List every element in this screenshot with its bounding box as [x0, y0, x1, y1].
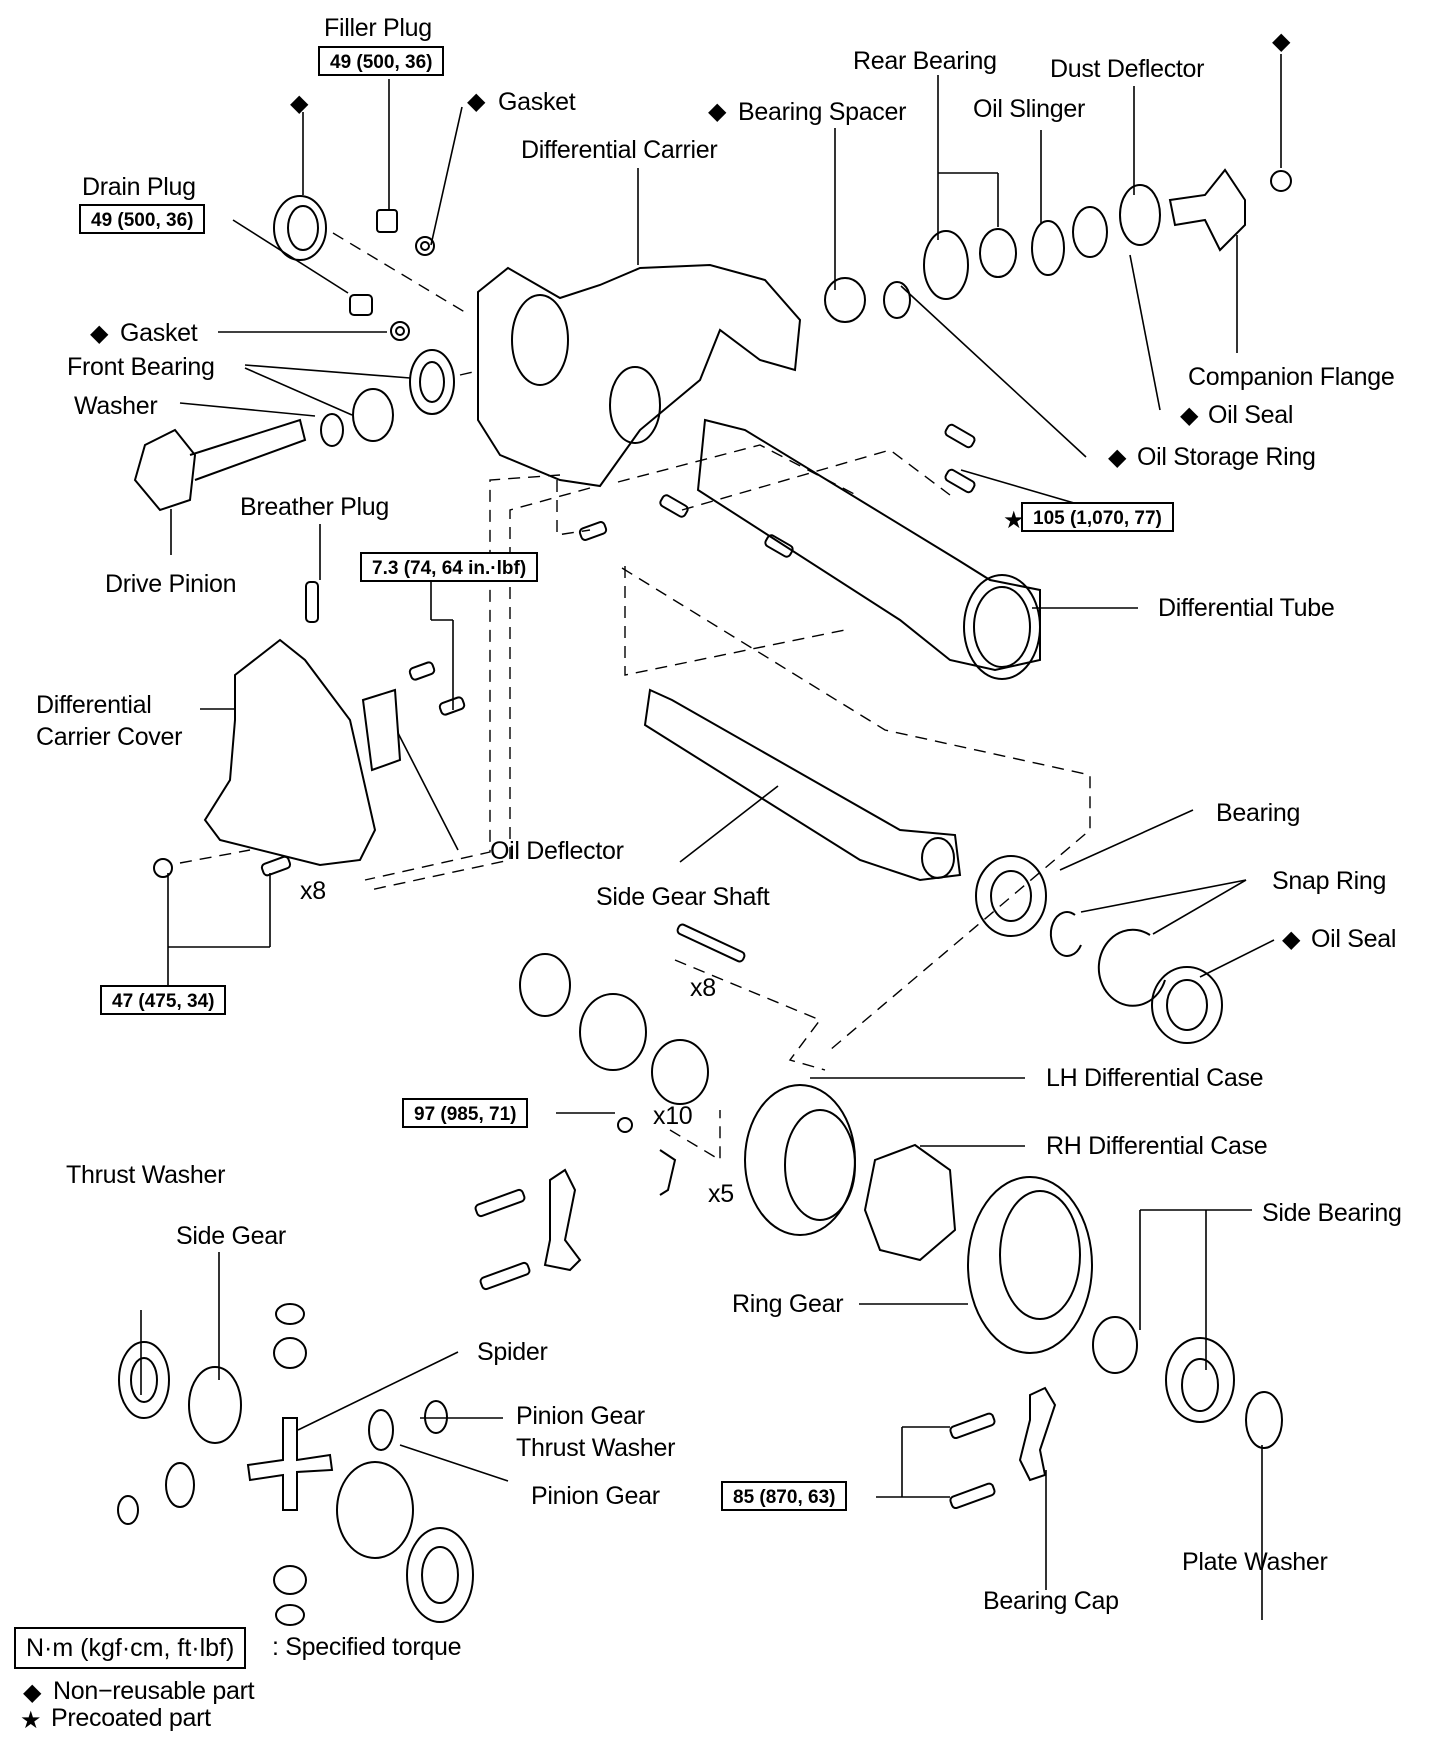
parts	[117, 168, 1292, 1626]
torque-drain-plug: 49 (500, 36)	[79, 204, 206, 234]
label-side-bearing: Side Bearing	[1262, 1199, 1402, 1227]
leader-lines	[140, 54, 1282, 1620]
legend-precoated: Precoated part	[51, 1704, 211, 1732]
label-snap-ring: Snap Ring	[1272, 867, 1387, 895]
label-differential-tube: Differential Tube	[1158, 594, 1335, 622]
label-oil-storage-ring: Oil Storage Ring	[1137, 443, 1316, 471]
label-drive-pinion: Drive Pinion	[105, 570, 237, 598]
label-gasket-top: Gasket	[498, 88, 576, 116]
legend-non-reusable: Non−reusable part	[53, 1677, 255, 1705]
label-plate-washer: Plate Washer	[1182, 1548, 1328, 1576]
label-side-gear-shaft: Side Gear Shaft	[596, 883, 770, 911]
label-thrust-washer: Thrust Washer	[66, 1161, 226, 1189]
quantity-cover-bolts: x8	[300, 877, 326, 905]
assembly-dashes	[179, 232, 1091, 1162]
torque-case-bolts: 97 (985, 71)	[402, 1098, 529, 1128]
label-differential-carrier: Differential Carrier	[521, 136, 718, 164]
label-pinion-gear-thrust-washer-2: Thrust Washer	[516, 1434, 676, 1462]
label-drain-plug: Drain Plug	[82, 173, 196, 201]
label-front-bearing: Front Bearing	[67, 353, 215, 381]
label-breather-plug: Breather Plug	[240, 493, 389, 521]
non-reusable-icon: ◆	[708, 98, 727, 125]
label-side-gear: Side Gear	[176, 1222, 286, 1250]
precoated-icon: ★	[20, 1707, 42, 1734]
label-lh-differential-case: LH Differential Case	[1046, 1064, 1264, 1092]
label-oil-seal-top: Oil Seal	[1208, 401, 1294, 429]
non-reusable-icon: ◆	[467, 88, 486, 115]
quantity-lock-plates: x5	[708, 1180, 734, 1208]
non-reusable-icon: ◆	[23, 1679, 42, 1706]
non-reusable-icon: ◆	[1180, 402, 1199, 429]
label-rear-bearing: Rear Bearing	[853, 47, 997, 75]
bolts	[153, 423, 976, 878]
label-washer: Washer	[74, 392, 158, 420]
legend-torque-unit: N·m (kgf·cm, ft·lbf)	[14, 1627, 247, 1669]
label-oil-slinger: Oil Slinger	[973, 95, 1086, 123]
non-reusable-icon: ◆	[1282, 926, 1301, 953]
torque-filler-plug: 49 (500, 36)	[318, 46, 445, 76]
label-pinion-gear: Pinion Gear	[531, 1482, 660, 1510]
quantity-ring-gear-bolts: x10	[653, 1102, 693, 1130]
quantity-case-bolts-long: x8	[690, 974, 716, 1002]
torque-tube-bolts: 105 (1,070, 77)	[1021, 502, 1174, 532]
label-rh-differential-case: RH Differential Case	[1046, 1132, 1268, 1160]
label-oil-seal-mid: Oil Seal	[1311, 925, 1397, 953]
label-companion-flange: Companion Flange	[1188, 363, 1395, 391]
torque-oil-deflector-bolts: 7.3 (74, 64 in.·lbf)	[360, 552, 539, 582]
label-gasket-mid: Gasket	[120, 319, 198, 347]
legend-torque-desc: : Specified torque	[272, 1633, 462, 1661]
non-reusable-icon: ◆	[1108, 444, 1127, 471]
label-ring-gear: Ring Gear	[732, 1290, 844, 1318]
label-bearing: Bearing	[1216, 799, 1301, 827]
non-reusable-icon: ◆	[90, 320, 109, 347]
label-differential-carrier-cover-1: Differential	[36, 691, 152, 719]
label-differential-carrier-cover-2: Carrier Cover	[36, 723, 183, 751]
non-reusable-icon: ◆	[290, 90, 309, 117]
label-pinion-gear-thrust-washer-1: Pinion Gear	[516, 1402, 645, 1430]
non-reusable-icon: ◆	[1272, 28, 1291, 55]
label-bearing-spacer: Bearing Spacer	[738, 98, 907, 126]
precoated-icon: ★	[1003, 507, 1025, 534]
label-dust-deflector: Dust Deflector	[1050, 55, 1205, 83]
label-oil-deflector: Oil Deflector	[490, 837, 624, 865]
label-filler-plug: Filler Plug	[324, 14, 432, 42]
torque-cover-bolts: 47 (475, 34)	[100, 985, 227, 1015]
torque-bearing-cap-bolts: 85 (870, 63)	[721, 1481, 848, 1511]
label-spider: Spider	[477, 1338, 548, 1366]
label-bearing-cap: Bearing Cap	[983, 1587, 1119, 1615]
